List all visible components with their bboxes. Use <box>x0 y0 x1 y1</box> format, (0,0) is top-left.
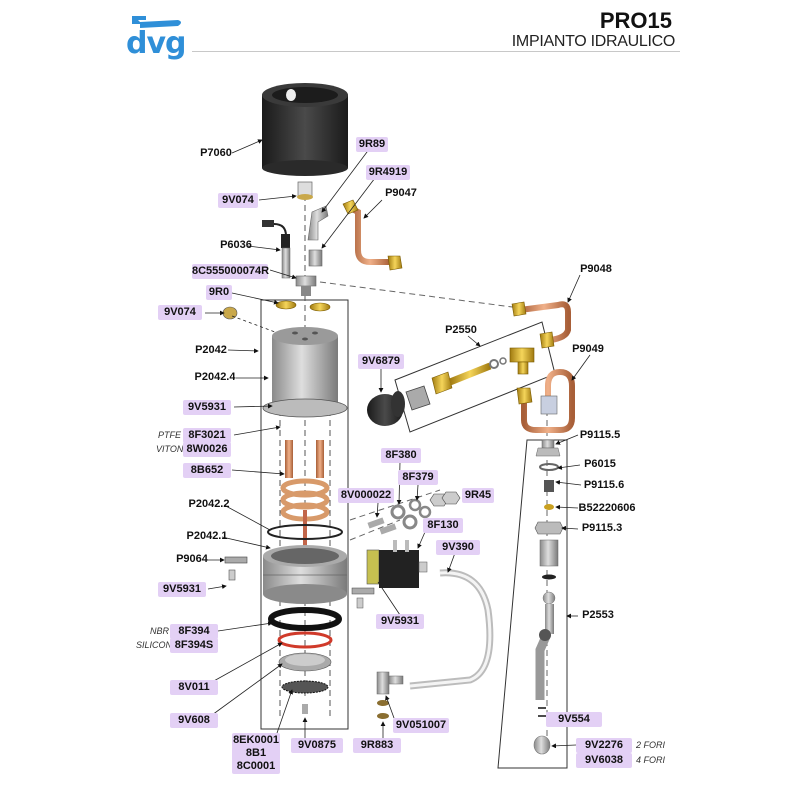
part-label-p6036[interactable]: P6036 <box>220 239 252 251</box>
part-label-8v011[interactable]: 8V011 <box>170 680 218 695</box>
part-label-8f394[interactable]: 8F394 <box>170 624 218 639</box>
boiler-nut-part[interactable] <box>275 300 331 312</box>
part-label-p9115-6[interactable]: P9115.6 <box>583 479 625 491</box>
part-label-9v6879[interactable]: 9V6879 <box>358 354 404 369</box>
part-label-b52220606[interactable]: B52220606 <box>578 502 636 514</box>
part-label-9v390[interactable]: 9V390 <box>436 540 480 555</box>
part-label-p9115-3[interactable]: P9115.3 <box>581 522 623 534</box>
steam-knob-part[interactable] <box>367 391 405 426</box>
part-label-9r883[interactable]: 9R883 <box>353 738 401 753</box>
part-label-p2042[interactable]: P2042 <box>195 344 227 356</box>
shower-screen-part[interactable] <box>281 680 329 694</box>
part-label-8b652[interactable]: 8B652 <box>183 463 231 478</box>
part-label-9v0875[interactable]: 9V0875 <box>291 738 343 753</box>
part-label-9v608[interactable]: 9V608 <box>170 713 218 728</box>
part-label-p2042-1[interactable]: P2042.1 <box>186 530 228 542</box>
part-label-9v074-side[interactable]: 9V074 <box>158 305 202 320</box>
hole-note-2: 2 FORI <box>636 740 666 750</box>
part-label-8f3021[interactable]: 8F3021 <box>183 428 231 443</box>
gasket-8f394-part[interactable] <box>268 607 342 631</box>
part-label-9r89[interactable]: 9R89 <box>356 137 388 152</box>
part-label-9v554[interactable]: 9V554 <box>546 712 602 727</box>
part-label-9v074-top[interactable]: 9V074 <box>218 193 258 208</box>
part-label-9v6038[interactable]: 9V6038 <box>576 753 632 768</box>
insulation-sleeve-part[interactable] <box>262 83 348 176</box>
part-label-8c555000074r[interactable]: 8C555000074R <box>192 264 270 279</box>
part-label-8c0001[interactable]: 8C0001 <box>232 759 280 774</box>
part-label-9v5931-c[interactable]: 9V5931 <box>376 614 424 629</box>
part-label-p6015[interactable]: P6015 <box>584 458 616 470</box>
page-title: IMPIANTO IDRAULICO <box>511 33 676 50</box>
solenoid-valve-part[interactable] <box>351 540 428 609</box>
part-label-8f130[interactable]: 8F130 <box>423 518 463 533</box>
part-label-p2042-4[interactable]: P2042.4 <box>194 371 236 383</box>
part-label-p9048[interactable]: P9048 <box>580 263 612 275</box>
copper-pipe-p9048[interactable] <box>511 301 571 349</box>
valve-assembly-frame <box>394 321 556 433</box>
part-label-8f379[interactable]: 8F379 <box>398 470 438 485</box>
part-label-p9115-5[interactable]: P9115.5 <box>579 429 621 441</box>
copper-pipe-p9049[interactable] <box>516 368 575 433</box>
screw-part[interactable] <box>302 704 308 714</box>
material-note-silicon: SILICON <box>136 640 173 650</box>
part-label-9v5931-a[interactable]: 9V5931 <box>183 400 231 415</box>
part-label-p9047[interactable]: P9047 <box>385 187 417 199</box>
boiler-part[interactable] <box>262 327 348 418</box>
part-label-9r0[interactable]: 9R0 <box>206 285 232 300</box>
leader-lines <box>202 139 591 749</box>
part-label-8w0026[interactable]: 8W0026 <box>183 442 231 457</box>
part-label-8ek0001[interactable]: 8EK0001 <box>232 733 280 748</box>
steam-valve-assembly-part[interactable] <box>405 347 535 411</box>
heating-element-part[interactable] <box>280 440 330 550</box>
part-label-p2042-2[interactable]: P2042.2 <box>188 498 230 510</box>
thermostat-part[interactable] <box>297 181 313 200</box>
brand-name: dvg <box>126 26 187 61</box>
shower-plate-part[interactable] <box>278 652 332 672</box>
part-label-8f380[interactable]: 8F380 <box>381 448 421 463</box>
part-label-p2553[interactable]: P2553 <box>582 609 614 621</box>
model-title: PRO15 <box>599 8 672 33</box>
part-label-8v000022[interactable]: 8V000022 <box>338 488 394 503</box>
part-label-p7060[interactable]: P7060 <box>200 147 232 159</box>
part-label-9v051007[interactable]: 9V051007 <box>393 718 449 733</box>
part-label-8f394s[interactable]: 8F394S <box>170 638 218 653</box>
gasket-8f394s-part[interactable] <box>277 631 333 649</box>
copper-pipe-p9047[interactable] <box>342 199 403 271</box>
part-label-p9064[interactable]: P9064 <box>176 553 208 565</box>
part-label-8b1[interactable]: 8B1 <box>232 746 280 761</box>
elbow-fitting-part[interactable] <box>307 205 329 267</box>
pressure-sensor-part[interactable] <box>262 220 291 279</box>
boiler-base-part[interactable] <box>263 545 347 604</box>
side-thermostat-part[interactable] <box>222 306 238 320</box>
gasket-p2042-2 <box>267 524 343 540</box>
outlet-elbow-part[interactable] <box>376 671 404 719</box>
wand-parts[interactable] <box>533 439 564 755</box>
header-divider <box>192 51 680 52</box>
material-note-nbr: NBR <box>150 626 170 636</box>
part-label-9v5931-b[interactable]: 9V5931 <box>158 582 206 597</box>
part-label-9v2276[interactable]: 9V2276 <box>576 738 632 753</box>
silicone-tube-part[interactable] <box>409 569 494 690</box>
brand-logo-icon <box>132 16 181 28</box>
part-label-p9049[interactable]: P9049 <box>572 343 604 355</box>
part-label-9r45[interactable]: 9R45 <box>462 488 494 503</box>
bracket-part[interactable] <box>224 556 248 581</box>
hole-note-4: 4 FORI <box>636 755 666 765</box>
material-note-ptfe: PTFE <box>158 430 182 440</box>
material-note-viton: VITON <box>156 444 184 454</box>
part-label-9r4919[interactable]: 9R4919 <box>366 165 410 180</box>
tee-fitting-part[interactable] <box>295 275 317 296</box>
part-label-p2550[interactable]: P2550 <box>445 324 477 336</box>
